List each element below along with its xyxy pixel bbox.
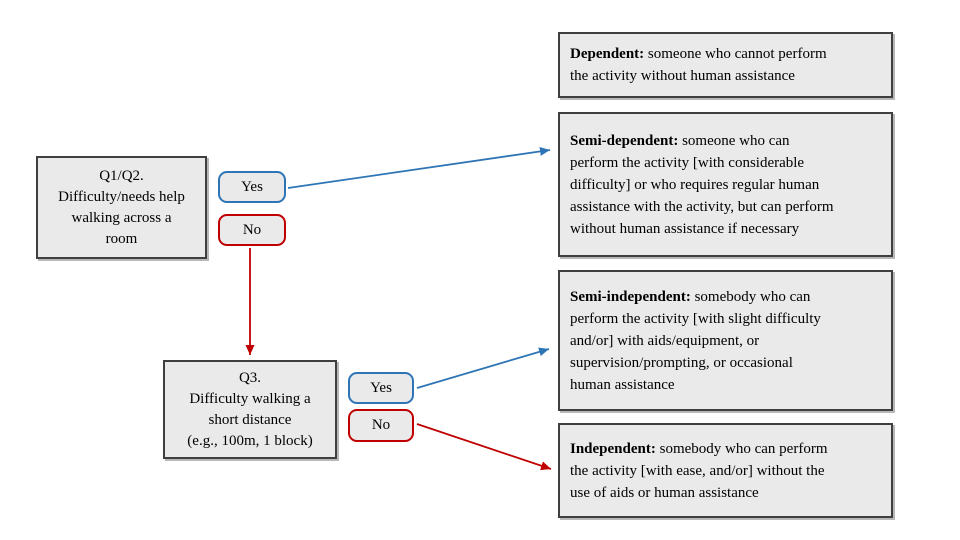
outcome-box-independent: Independent: somebody who can perform th…	[558, 423, 893, 518]
outcome-text-dependent: someone who cannot perform	[644, 46, 827, 62]
outcome-term-semi-dependent: Semi-dependent:	[570, 132, 679, 149]
outcome-text-lines: the activity without human assistance	[570, 68, 795, 84]
yes-button-q3[interactable]: Yes	[348, 372, 414, 404]
outcome-term-independent: Independent:	[570, 440, 656, 457]
yes-button-q1q2[interactable]: Yes	[218, 171, 286, 203]
outcome-box-semi-dependent: Semi-dependent: someone who can perform …	[558, 112, 893, 257]
no-button-q3[interactable]: No	[348, 409, 414, 442]
arrow-yes-q1q2-to-semi-dependent	[287, 146, 551, 189]
outcome-text-semi-independent: somebody who can	[690, 288, 811, 305]
outcome-box-dependent: Dependent: someone who cannot perform th…	[558, 32, 893, 98]
outcome-text-independent: somebody who can perform	[655, 440, 828, 457]
arrow-yes-q3-to-semi-independent	[416, 347, 550, 389]
outcome-text-semi-dependent: someone who can	[678, 132, 790, 149]
outcome-term-dependent: Dependent:	[570, 46, 645, 62]
outcome-text-lines: the activity [with ease, and/or] without…	[570, 462, 825, 501]
outcome-term-semi-independent: Semi-independent:	[570, 288, 691, 305]
outcome-text-lines: perform the activity [with slight diffic…	[570, 310, 821, 393]
arrow-no-q3-to-independent	[416, 423, 552, 471]
no-button-q1q2[interactable]: No	[218, 214, 286, 246]
outcome-box-semi-independent: Semi-independent: somebody who can perfo…	[558, 270, 893, 411]
